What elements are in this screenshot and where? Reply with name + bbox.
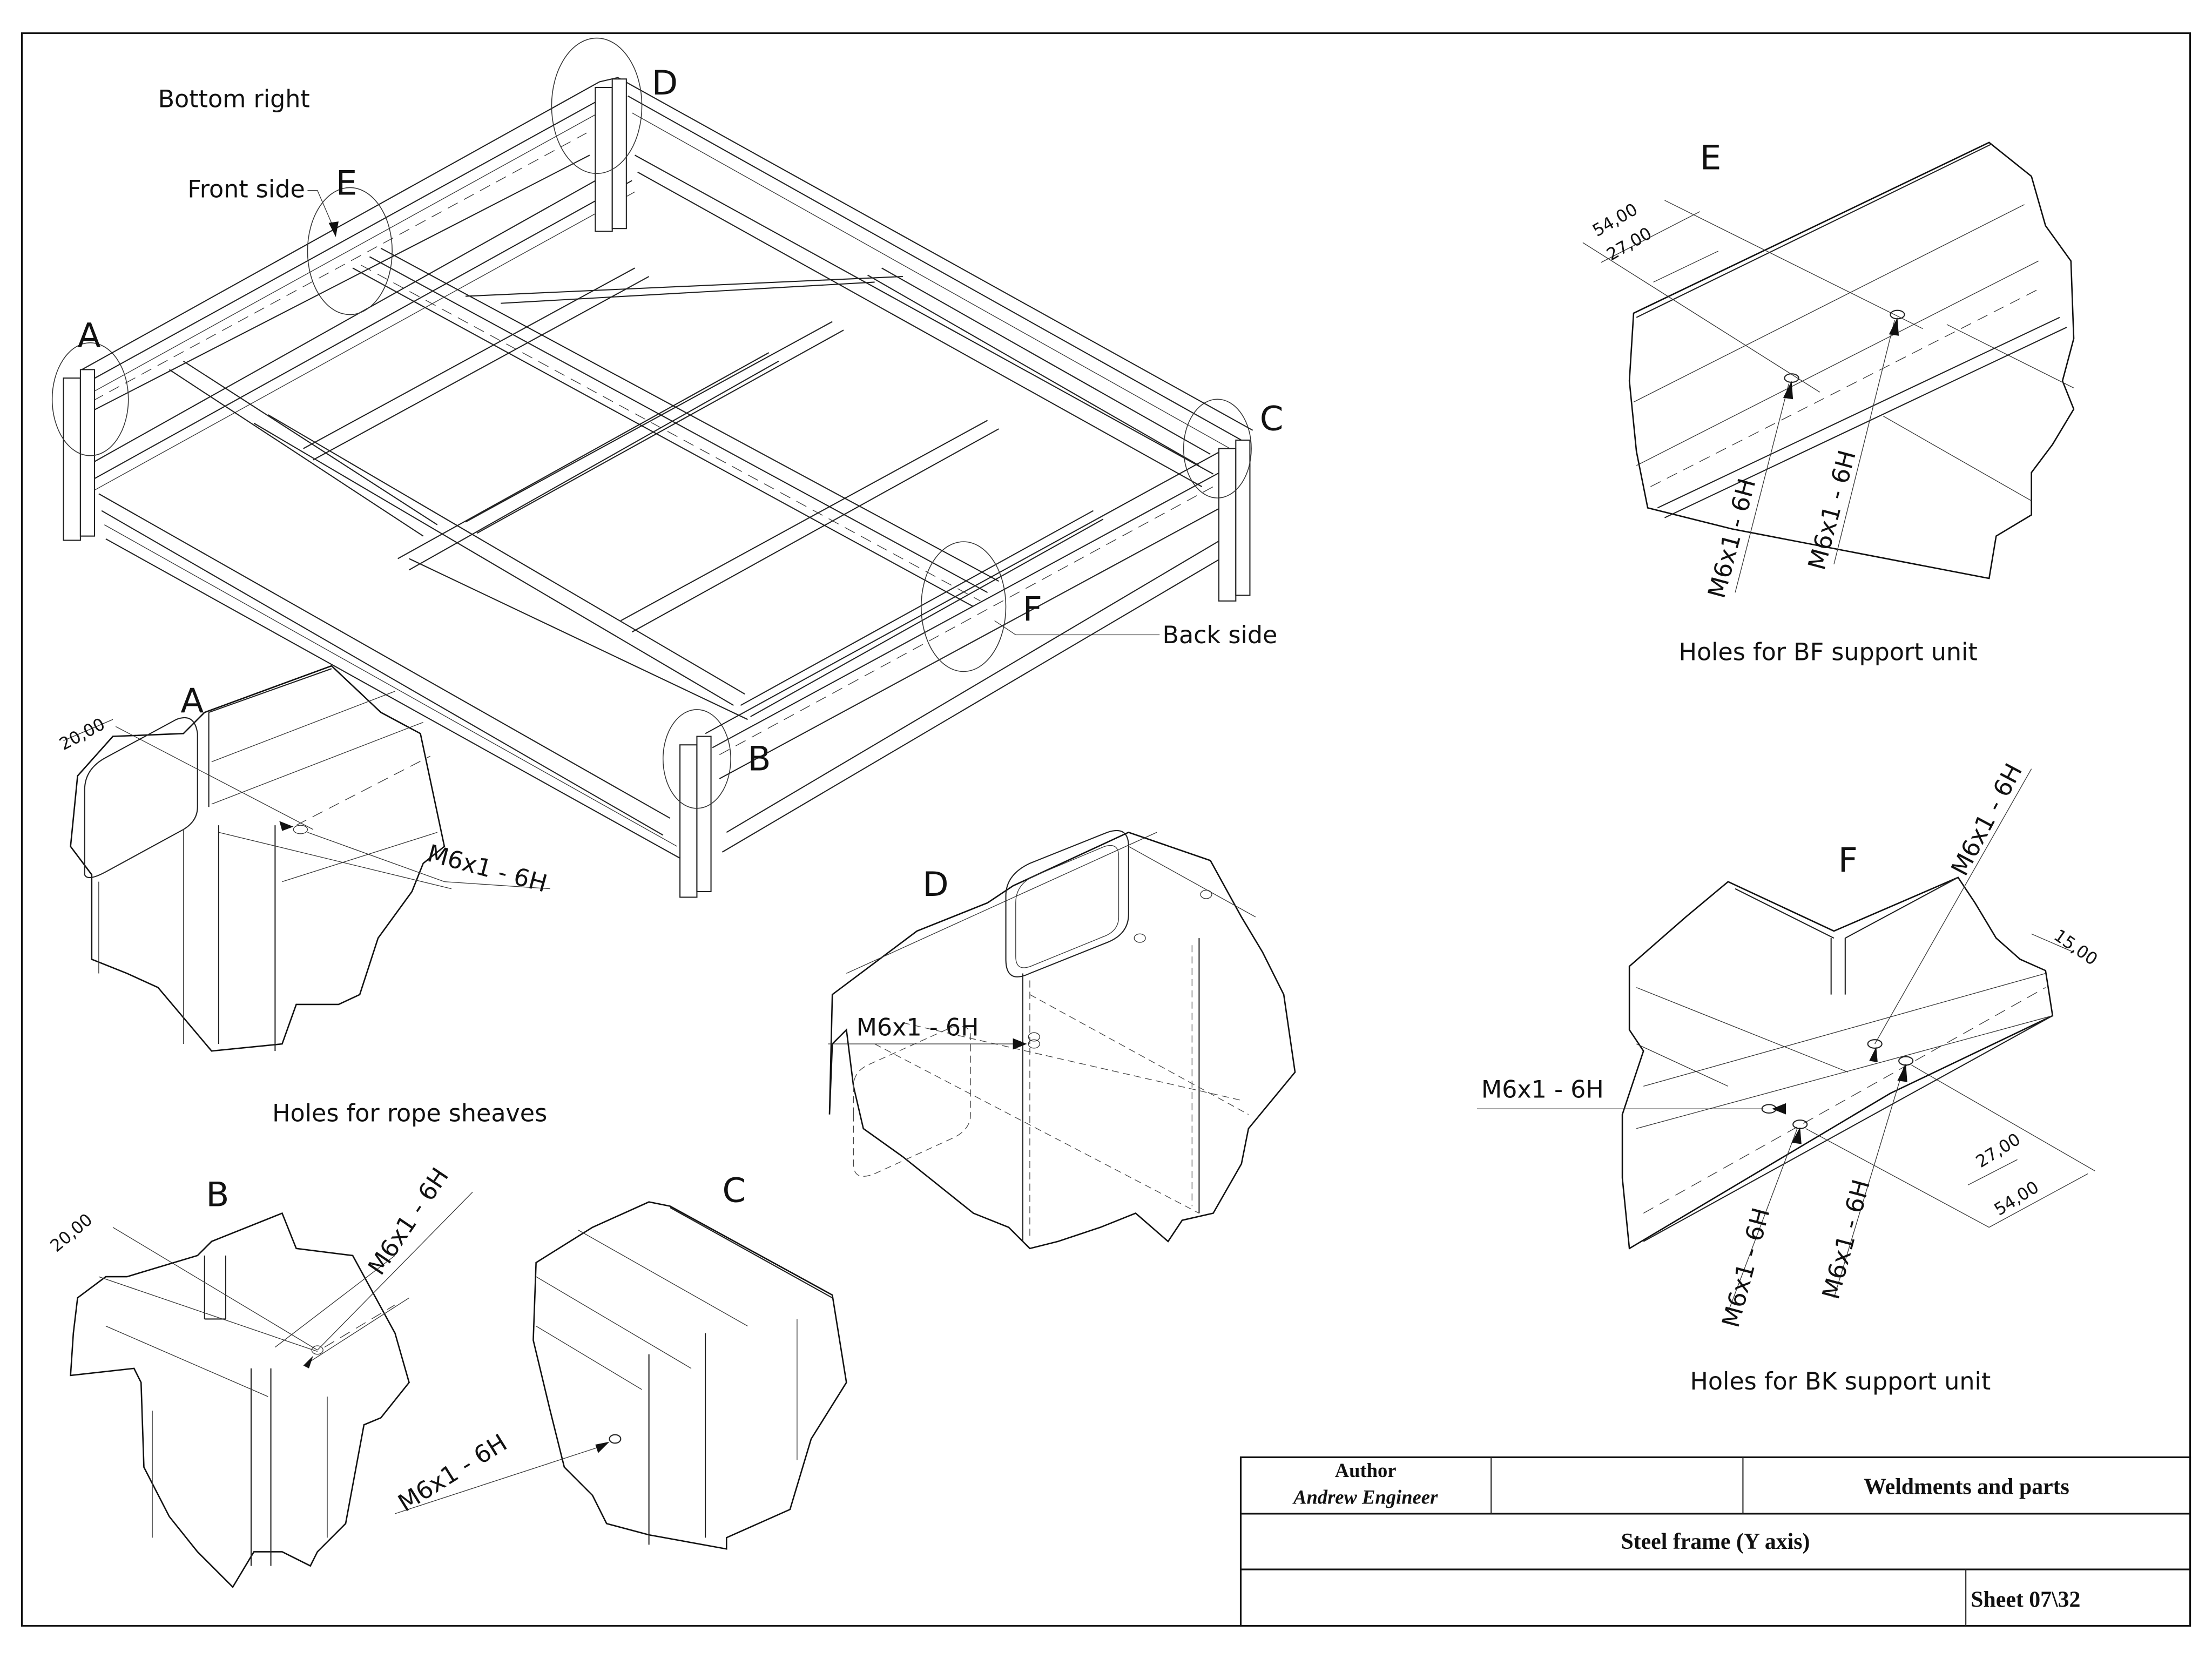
detail-b-dimension: 20,00	[46, 1210, 96, 1256]
category-title: Weldments and parts	[1864, 1474, 2069, 1499]
cross-members	[168, 267, 1211, 720]
callout-label-f: F	[1023, 589, 1042, 629]
callout-circle-e	[307, 187, 393, 315]
front-top-rail	[82, 77, 618, 413]
detail-c-label: C	[722, 1171, 746, 1210]
detail-b: B 20,00 M6x1 - 6H	[46, 1163, 473, 1588]
callout-circle-c	[1183, 399, 1252, 498]
callout-label-c: C	[1260, 399, 1284, 439]
detail-a: A 20,00 M6x1 - 6H	[56, 665, 550, 1052]
detail-f-thread-bottom-1: M6x1 - 6H	[1717, 1205, 1776, 1330]
detail-f-thread-bottom-2: M6x1 - 6H	[1817, 1177, 1876, 1302]
detail-f-label: F	[1838, 840, 1858, 880]
leg-d	[595, 78, 627, 232]
author-label: Author	[1335, 1459, 1397, 1481]
callout-circle-b	[662, 709, 731, 809]
callout-label-b: B	[747, 739, 771, 778]
back-side-rail	[705, 451, 1231, 853]
callout-label-d: D	[652, 63, 678, 103]
detail-a-dimension: 20,00	[56, 714, 108, 754]
detail-f-caption: Holes for BK support unit	[1690, 1368, 1991, 1395]
back-side-label: Back side	[1162, 622, 1277, 649]
detail-f-thread-left: M6x1 - 6H	[1481, 1076, 1604, 1103]
front-side-label: Front side	[187, 176, 305, 204]
detail-f: F 15,00 27,00 54,00 M6x1 - 6H M6x1 - 6H	[1477, 759, 2101, 1395]
detail-c: C M6x1 - 6H	[394, 1171, 847, 1550]
overview-isometric-frame: Bottom right Front side Back side A B C …	[51, 37, 1284, 898]
detail-d-label: D	[922, 865, 948, 904]
detail-f-dimension-27: 27,00	[1973, 1130, 2024, 1172]
sheet-border	[21, 32, 2191, 1627]
detail-a-label: A	[180, 681, 204, 720]
detail-e-label: E	[1700, 138, 1722, 177]
view-label: Bottom right	[158, 86, 310, 113]
detail-a-thread: M6x1 - 6H	[424, 840, 550, 898]
top-right-rail	[617, 77, 1253, 488]
leg-c	[1218, 439, 1251, 602]
author-name: Andrew Engineer	[1292, 1486, 1438, 1508]
rope-sheaves-caption: Holes for rope sheaves	[272, 1100, 547, 1128]
detail-b-thread: M6x1 - 6H	[363, 1163, 454, 1280]
detail-e: E 54,00 27,00 M6x1 - 6H M6x1 - 6H Holes …	[1582, 138, 2075, 666]
leg-b	[679, 736, 712, 898]
callout-label-e: E	[336, 163, 358, 203]
callout-label-a: A	[78, 316, 101, 355]
title-block: Author Andrew Engineer Weldments and par…	[1239, 1456, 2191, 1627]
detail-c-thread: M6x1 - 6H	[394, 1429, 512, 1518]
detail-e-caption: Holes for BF support unit	[1679, 639, 1978, 666]
detail-d-thread: M6x1 - 6H	[857, 1014, 979, 1041]
callout-circle-f	[921, 541, 1007, 672]
detail-f-dimension-15: 15,00	[2050, 926, 2101, 969]
detail-b-label: B	[206, 1175, 229, 1214]
callout-circle-d	[551, 37, 643, 174]
detail-f-dimension-54: 54,00	[1991, 1177, 2042, 1219]
sheet-number: Sheet 07\32	[1971, 1587, 2080, 1612]
front-lower-rail	[87, 166, 635, 491]
leg-a	[63, 369, 96, 541]
callout-circle-a	[51, 342, 129, 456]
bottom-left-rail	[98, 493, 685, 861]
detail-f-thread-top: M6x1 - 6H	[1946, 759, 2028, 880]
drawing-title: Steel frame (Y axis)	[1621, 1529, 1810, 1554]
detail-d: D M6x1 - 6H	[828, 830, 1296, 1250]
